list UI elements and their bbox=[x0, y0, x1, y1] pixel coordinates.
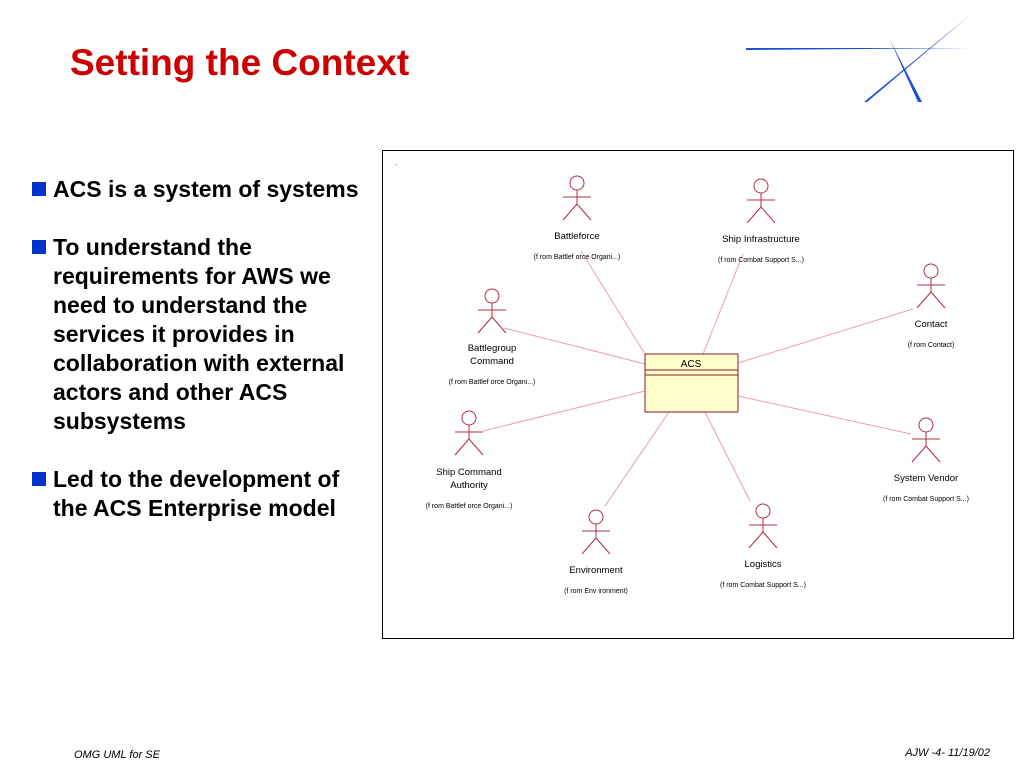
bullet-square-icon bbox=[32, 182, 46, 196]
stick-figure-icon bbox=[916, 263, 946, 309]
association-line bbox=[482, 390, 646, 432]
actor-name: System Vendor bbox=[894, 473, 958, 484]
bullet-item: ACS is a system of systems bbox=[30, 175, 380, 204]
bullet-text: To understand the requirements for AWS w… bbox=[53, 234, 345, 434]
bullet-item: Led to the development of the ACS Enterp… bbox=[30, 465, 380, 523]
stick-figure-icon bbox=[581, 509, 611, 555]
actor-name: Battleforce bbox=[554, 231, 599, 242]
association-line bbox=[702, 253, 744, 355]
logo-horizontal-streak bbox=[746, 48, 970, 50]
stick-figure-icon bbox=[562, 175, 592, 221]
association-lines bbox=[482, 250, 914, 507]
actor-source: (f rom Battlef orce Organi...) bbox=[534, 254, 621, 261]
footer-left: OMG UML for SE bbox=[74, 749, 160, 761]
acs-system-label: ACS bbox=[681, 359, 702, 370]
use-case-diagram: ` ACS Battleforce (f rom Battlef orce Org… bbox=[382, 150, 1014, 639]
association-line bbox=[737, 395, 912, 435]
association-line bbox=[503, 327, 646, 365]
actor-2: Contact (f rom Contact) bbox=[908, 263, 955, 349]
actor-6: Logistics (f rom Combat Support S...) bbox=[720, 503, 806, 589]
footer-right: AJW -4- 11/19/02 bbox=[905, 747, 990, 759]
diagram-canvas: ACS Battleforce (f rom Battlef orce Organ… bbox=[426, 175, 969, 595]
logo-descending-streak bbox=[890, 40, 922, 102]
association-line bbox=[580, 250, 646, 355]
actor-name: Ship Infrastructure bbox=[722, 234, 800, 245]
stick-figure-icon bbox=[911, 417, 941, 463]
bullet-square-icon bbox=[32, 240, 46, 254]
actor-layer: Battleforce (f rom Battlef orce Organi...… bbox=[426, 175, 969, 595]
actor-source: (f rom Battlef orce Organi...) bbox=[449, 379, 536, 386]
system-box: ACS bbox=[644, 353, 739, 413]
actor-name: Battlegroup bbox=[468, 343, 517, 354]
bullet-square-icon bbox=[32, 472, 46, 486]
diagram-tick-mark: ` bbox=[395, 163, 398, 173]
actor-7: Environment (f rom Env ironment) bbox=[564, 509, 628, 595]
stick-figure-icon bbox=[477, 288, 507, 334]
bullet-text: Led to the development of the ACS Enterp… bbox=[53, 466, 340, 521]
actor-source: (f rom Combat Support S...) bbox=[720, 582, 806, 589]
bullet-text: ACS is a system of systems bbox=[53, 176, 359, 202]
association-line bbox=[704, 411, 751, 502]
association-line bbox=[737, 308, 914, 364]
stick-figure-icon bbox=[746, 178, 776, 224]
actor-0: Battleforce (f rom Battlef orce Organi...… bbox=[534, 175, 621, 261]
company-logo bbox=[740, 10, 980, 115]
slide-title: Setting the Context bbox=[70, 42, 410, 83]
actor-source: (f rom Contact) bbox=[908, 342, 955, 349]
actor-name: Command bbox=[470, 356, 514, 367]
actor-name: Environment bbox=[569, 565, 623, 576]
bullet-list: ACS is a system of systems To understand… bbox=[30, 175, 380, 552]
actor-name: Contact bbox=[915, 319, 948, 330]
stick-figure-icon bbox=[454, 410, 484, 456]
association-line bbox=[604, 411, 670, 507]
logo-diagonal-streak bbox=[864, 15, 970, 102]
actor-1: Ship Infrastructure (f rom Combat Support… bbox=[718, 178, 804, 264]
actor-source: (f rom Env ironment) bbox=[564, 588, 628, 595]
actor-source: (f rom Combat Support S...) bbox=[718, 257, 804, 264]
actor-5: System Vendor (f rom Combat Support S...) bbox=[883, 417, 969, 503]
stick-figure-icon bbox=[748, 503, 778, 549]
actor-name: Ship Command bbox=[436, 467, 501, 478]
actor-name: Authority bbox=[450, 480, 488, 491]
bullet-item: To understand the requirements for AWS w… bbox=[30, 233, 380, 436]
actor-name: Logistics bbox=[745, 559, 782, 570]
star-logo-icon bbox=[746, 15, 970, 102]
actor-source: (f rom Battlef orce Organi...) bbox=[426, 503, 513, 510]
acs-system-rect bbox=[644, 353, 739, 413]
actor-source: (f rom Combat Support S...) bbox=[883, 496, 969, 503]
